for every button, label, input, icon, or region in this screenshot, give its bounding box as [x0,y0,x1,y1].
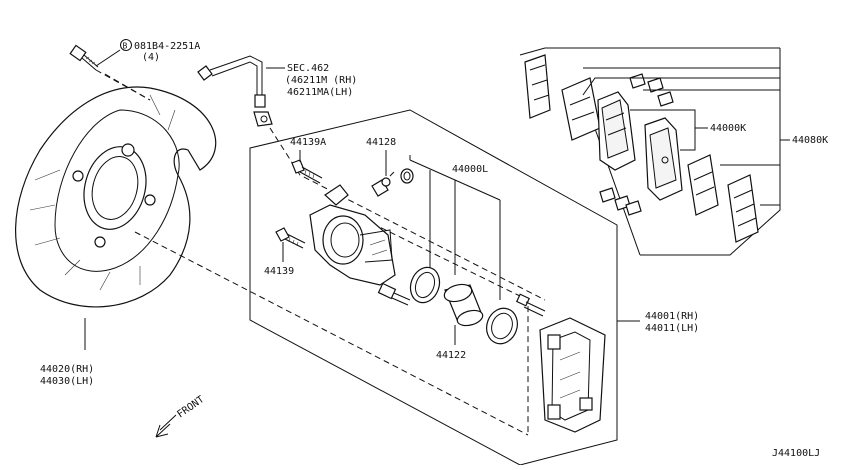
shim-far-right-part[interactable] [727,174,759,243]
pad-clip-top-part[interactable] [629,73,674,107]
caliper-body-part[interactable] [309,184,396,286]
bleeder-44128-part[interactable] [371,168,414,197]
piston-seal-part[interactable] [406,263,445,306]
label-44000l: 44000L [452,164,488,175]
caliper-bracket-part[interactable] [539,317,606,433]
bolt-44139a-part[interactable] [291,159,323,184]
caliper-assembly-box [249,109,618,466]
label-bolt-qty: (4) [142,52,160,63]
dashed-guide-lower [134,231,529,436]
label-44030: 44030(LH) [40,376,94,387]
label-44122: 44122 [436,350,466,361]
piston-boot-part[interactable] [482,304,523,348]
label-hose-rh: (46211M (RH) [285,75,357,86]
label-44128: 44128 [366,137,396,148]
label-hose-lh: 46211MA(LH) [287,87,353,98]
brake-hose-part[interactable] [197,55,273,127]
shield-bolt-part[interactable] [69,44,99,71]
pin-boot-part[interactable] [515,293,546,317]
bolt-44139-part[interactable] [275,227,306,249]
leader-44000k [630,109,708,151]
brake-pad-outer-part[interactable] [644,117,683,201]
label-44080k: 44080K [792,135,828,146]
pad-clip-bottom-part[interactable] [599,187,642,216]
dashed-guide-upper [269,127,546,301]
circled-b-letter: B [123,42,128,51]
shim-right-part[interactable] [687,154,719,216]
dust-shield-part[interactable] [15,86,217,308]
label-44020: 44020(RH) [40,364,94,375]
bolt-leader-line [95,49,121,67]
front-arrow-icon [155,414,177,438]
piston-part[interactable] [442,282,484,328]
guide-pin-part[interactable] [377,282,411,306]
label-bolt-code: 081B4-2251A [134,41,200,52]
dashed-guide-shield [104,73,151,101]
label-44000k: 44000K [710,123,746,134]
leader-44000l [409,159,501,300]
leader-44080k [582,67,780,206]
label-diagram-code: J44100LJ [772,448,820,459]
circled-b-symbol [120,39,132,51]
label-sec-ref: SEC.462 [287,63,329,74]
label-44011: 44011(LH) [645,323,699,334]
shim-left-part[interactable] [524,54,551,119]
label-front: FRONT [175,394,206,420]
label-44001: 44001(RH) [645,311,699,322]
label-44139: 44139 [264,266,294,277]
label-44139a: 44139A [290,137,326,148]
pad-kit-top-line [519,47,780,56]
brake-pad-inner-part[interactable] [597,91,636,171]
pad-shim-part[interactable] [561,77,601,141]
